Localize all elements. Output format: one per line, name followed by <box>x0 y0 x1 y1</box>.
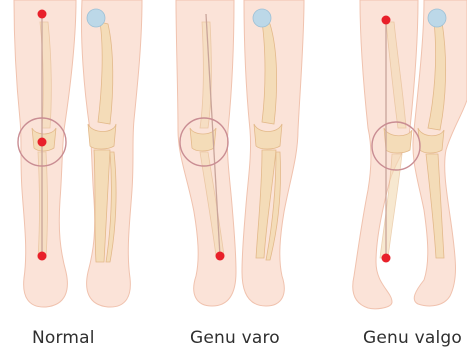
hip-point <box>38 10 47 19</box>
ankle-point <box>382 254 391 263</box>
caption-genu-valgo: Genu valgo <box>363 328 462 348</box>
femoral-head-icon <box>87 9 105 27</box>
ankle-point <box>38 252 47 261</box>
ankle-point <box>216 252 225 261</box>
caption-genu-varo: Genu varo <box>190 328 280 348</box>
panel-genu-valgo <box>353 0 467 309</box>
hip-point <box>382 16 391 25</box>
knee-point <box>38 138 47 147</box>
tibia-left <box>38 152 48 258</box>
femoral-head-icon <box>428 9 446 27</box>
caption-normal: Normal <box>32 328 95 348</box>
panel-normal <box>14 0 142 307</box>
femoral-head-icon <box>253 9 271 27</box>
panel-genu-varo <box>176 0 304 306</box>
